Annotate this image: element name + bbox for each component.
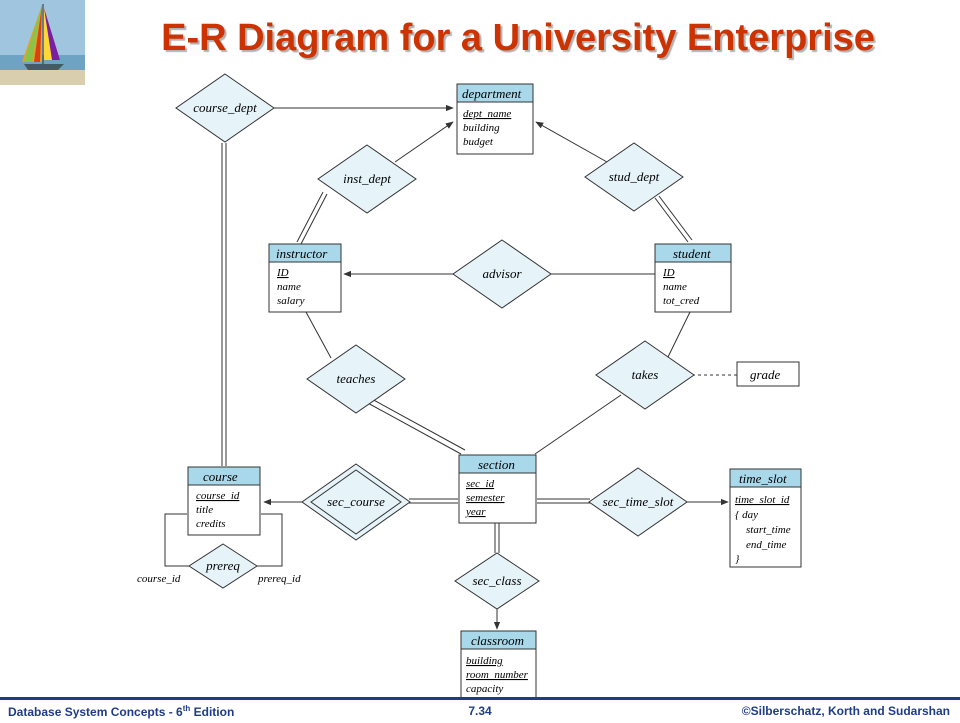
prereq-prereq-id-line	[256, 513, 283, 567]
course-attr-course-id: course_id	[196, 490, 240, 502]
student-attr-id: ID	[662, 267, 675, 279]
entity-instructor-name: instructor	[276, 246, 328, 261]
relationship-inst-dept: inst_dept	[317, 144, 417, 214]
entity-student: student ID name tot_cred	[654, 243, 732, 313]
sailboat-logo	[0, 0, 85, 85]
department-attr-dept-name: dept_name	[463, 108, 511, 120]
entity-time-slot-name: time_slot	[739, 471, 787, 486]
relationship-advisor-label: advisor	[483, 266, 523, 281]
instructor-attr-id: ID	[276, 267, 289, 279]
stud-dept-to-department-line	[535, 121, 608, 163]
student-attr-tot-cred: tot_cred	[663, 295, 700, 307]
relationship-sec-course: sec_course	[301, 463, 411, 541]
relationship-sec-time-slot-label: sec_time_slot	[603, 494, 674, 509]
entity-section: section sec_id semester year	[458, 454, 537, 524]
relationship-stud-dept-label: stud_dept	[609, 169, 660, 184]
entity-course-name: course	[203, 469, 238, 484]
takes-to-student-line	[667, 311, 691, 358]
role-label-course-id: course_id	[137, 573, 181, 585]
er-diagram: department dept_name building budget ins…	[137, 73, 802, 699]
slide-title: E-R Diagram for a University Enterprise	[161, 17, 875, 59]
entity-time-slot: time_slot time_slot_id { day start_time …	[729, 468, 802, 568]
footer-copyright: ©Silberschatz, Korth and Sudarshan	[741, 704, 950, 718]
department-attr-budget: budget	[463, 136, 494, 148]
entity-course: course course_id title credits	[187, 466, 261, 536]
inst-dept-to-instructor-line-b	[300, 193, 328, 245]
section-attr-sec-id: sec_id	[466, 478, 495, 490]
connector-lines	[164, 104, 737, 630]
time-slot-attr-start-time: start_time	[746, 524, 791, 536]
relationship-takes: takes	[595, 340, 695, 410]
relationship-teaches-label: teaches	[337, 371, 376, 386]
relationship-prereq-label: prereq	[205, 558, 240, 573]
entity-classroom-name: classroom	[471, 633, 524, 648]
section-attr-year: year	[465, 506, 486, 518]
classroom-attr-room-number: room_number	[466, 669, 529, 681]
slide-footer: Database System Concepts - 6th Edition 7…	[0, 697, 960, 723]
classroom-attr-building: building	[466, 655, 503, 667]
section-attr-semester: semester	[466, 492, 505, 504]
takes-to-section-line	[534, 394, 622, 455]
footer-book-title: Database System Concepts - 6th Edition	[8, 704, 235, 719]
relationship-prereq: prereq	[188, 543, 258, 589]
course-attr-title: title	[196, 504, 213, 516]
attribute-grade: grade	[736, 361, 800, 387]
department-attr-building: building	[463, 122, 500, 134]
student-attr-name: name	[663, 281, 687, 293]
entity-section-name: section	[478, 457, 515, 472]
role-label-prereq-id: prereq_id	[257, 573, 301, 585]
prereq-course-id-line	[164, 513, 190, 567]
relationship-stud-dept: stud_dept	[584, 142, 684, 212]
teaches-to-instructor-line	[305, 311, 332, 359]
instructor-attr-name: name	[277, 281, 301, 293]
footer-page-number: 7.34	[468, 704, 492, 718]
stud-dept-to-student-line-a	[654, 197, 689, 243]
relationship-sec-course-label: sec_course	[327, 494, 385, 509]
entity-classroom: classroom building room_number capacity	[460, 630, 537, 699]
time-slot-attr-day: { day	[735, 509, 758, 521]
instructor-attr-salary: salary	[277, 295, 305, 307]
classroom-attr-capacity: capacity	[466, 683, 503, 695]
time-slot-attr-id: time_slot_id	[735, 494, 790, 506]
relationship-sec-class: sec_class	[454, 552, 540, 610]
relationship-course-dept-label: course_dept	[193, 100, 257, 115]
relationship-teaches: teaches	[306, 344, 406, 414]
relationship-takes-label: takes	[632, 367, 659, 382]
time-slot-attr-end-time: end_time	[746, 539, 786, 551]
entity-department-name: department	[462, 86, 522, 101]
relationship-advisor: advisor	[452, 239, 552, 309]
relationship-course-dept: course_dept	[175, 73, 275, 143]
relationship-sec-time-slot: sec_time_slot	[588, 467, 688, 537]
entity-department: department dept_name building budget	[456, 83, 534, 155]
relationship-inst-dept-label: inst_dept	[343, 171, 391, 186]
entity-instructor: instructor ID name salary	[268, 243, 342, 313]
inst-dept-to-instructor-line-a	[296, 191, 324, 243]
teaches-to-section-line-b	[369, 397, 466, 451]
entity-student-name: student	[673, 246, 711, 261]
course-attr-credits: credits	[196, 518, 226, 530]
inst-dept-to-department-line	[394, 121, 454, 163]
relationship-sec-class-label: sec_class	[472, 573, 521, 588]
time-slot-attr-close-brace: }	[735, 553, 740, 565]
teaches-to-section-line-a	[365, 401, 462, 455]
attribute-grade-label: grade	[750, 367, 781, 382]
stud-dept-to-student-line-b	[658, 195, 693, 241]
